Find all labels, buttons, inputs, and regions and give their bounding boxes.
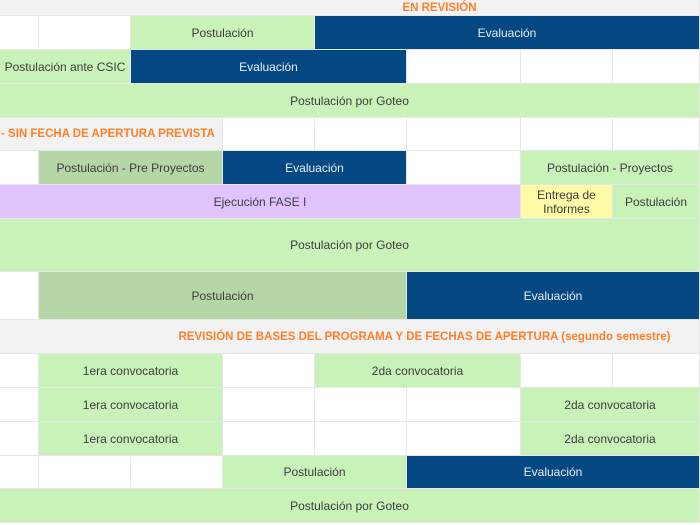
empty-cell [0,422,39,456]
evaluacion-bar: Evaluación [223,151,407,185]
evaluacion-bar: Evaluación [407,272,700,320]
empty-cell [521,354,613,388]
postulacion-csic-bar: Postulación ante CSIC [0,50,131,84]
evaluacion-bar: Evaluación [407,456,700,489]
empty-cell [407,50,521,84]
empty-cell [613,50,700,84]
empty-cell [407,118,521,151]
goteo-bar: Postulación por Goteo [0,84,700,118]
empty-cell [407,422,521,456]
empty-cell [131,456,223,489]
section-title: EN REVISIÓN [402,1,477,14]
segunda-convocatoria-bar: 2da convocatoria [521,388,700,422]
evaluacion-bar: Evaluación [131,50,407,84]
empty-cell [521,118,613,151]
empty-cell [39,456,131,489]
empty-cell [223,354,315,388]
ejecucion-bar: Ejecución FASE I [0,185,521,219]
postulacion-bar: Postulación [39,272,407,320]
primera-convocatoria-bar: 1era convocatoria [39,354,223,388]
postulacion-bar: Postulación [223,456,407,489]
empty-cell [407,388,521,422]
primera-convocatoria-bar: 1era convocatoria [39,422,223,456]
empty-cell [613,354,700,388]
empty-cell [613,118,700,151]
segunda-convocatoria-bar: 2da convocatoria [521,422,700,456]
empty-cell [521,50,613,84]
segunda-convocatoria-bar: 2da convocatoria [315,354,521,388]
section-header-en-revision: EN REVISIÓN [0,0,700,16]
empty-cell [223,388,315,422]
empty-cell [315,118,407,151]
empty-cell [0,16,39,50]
section-title: REVISIÓN DE BASES DEL PROGRAMA Y DE FECH… [178,330,671,343]
proyectos-bar: Postulación - Proyectos [521,151,700,185]
empty-cell [407,151,521,185]
empty-cell [0,272,39,320]
goteo-bar: Postulación por Goteo [0,219,700,272]
primera-convocatoria-bar: 1era convocatoria [39,388,223,422]
goteo-bar: Postulación por Goteo [0,489,700,523]
section-header-revision-bases: REVISIÓN DE BASES DEL PROGRAMA Y DE FECH… [0,320,700,354]
empty-cell [315,422,407,456]
empty-cell [223,422,315,456]
section-header-sin-fecha: - SIN FECHA DE APERTURA PREVISTA [0,118,223,151]
empty-cell [0,151,39,185]
evaluacion-bar: Evaluación [315,16,700,50]
empty-cell [0,388,39,422]
empty-cell [0,354,39,388]
pre-proyectos-bar: Postulación - Pre Proyectos [39,151,223,185]
postulacion-bar: Postulación [613,185,700,219]
empty-cell [0,456,39,489]
empty-cell [315,388,407,422]
empty-cell [223,118,315,151]
postulacion-bar: Postulación [131,16,315,50]
informes-bar: Entrega de Informes [521,185,613,219]
empty-cell [39,16,131,50]
